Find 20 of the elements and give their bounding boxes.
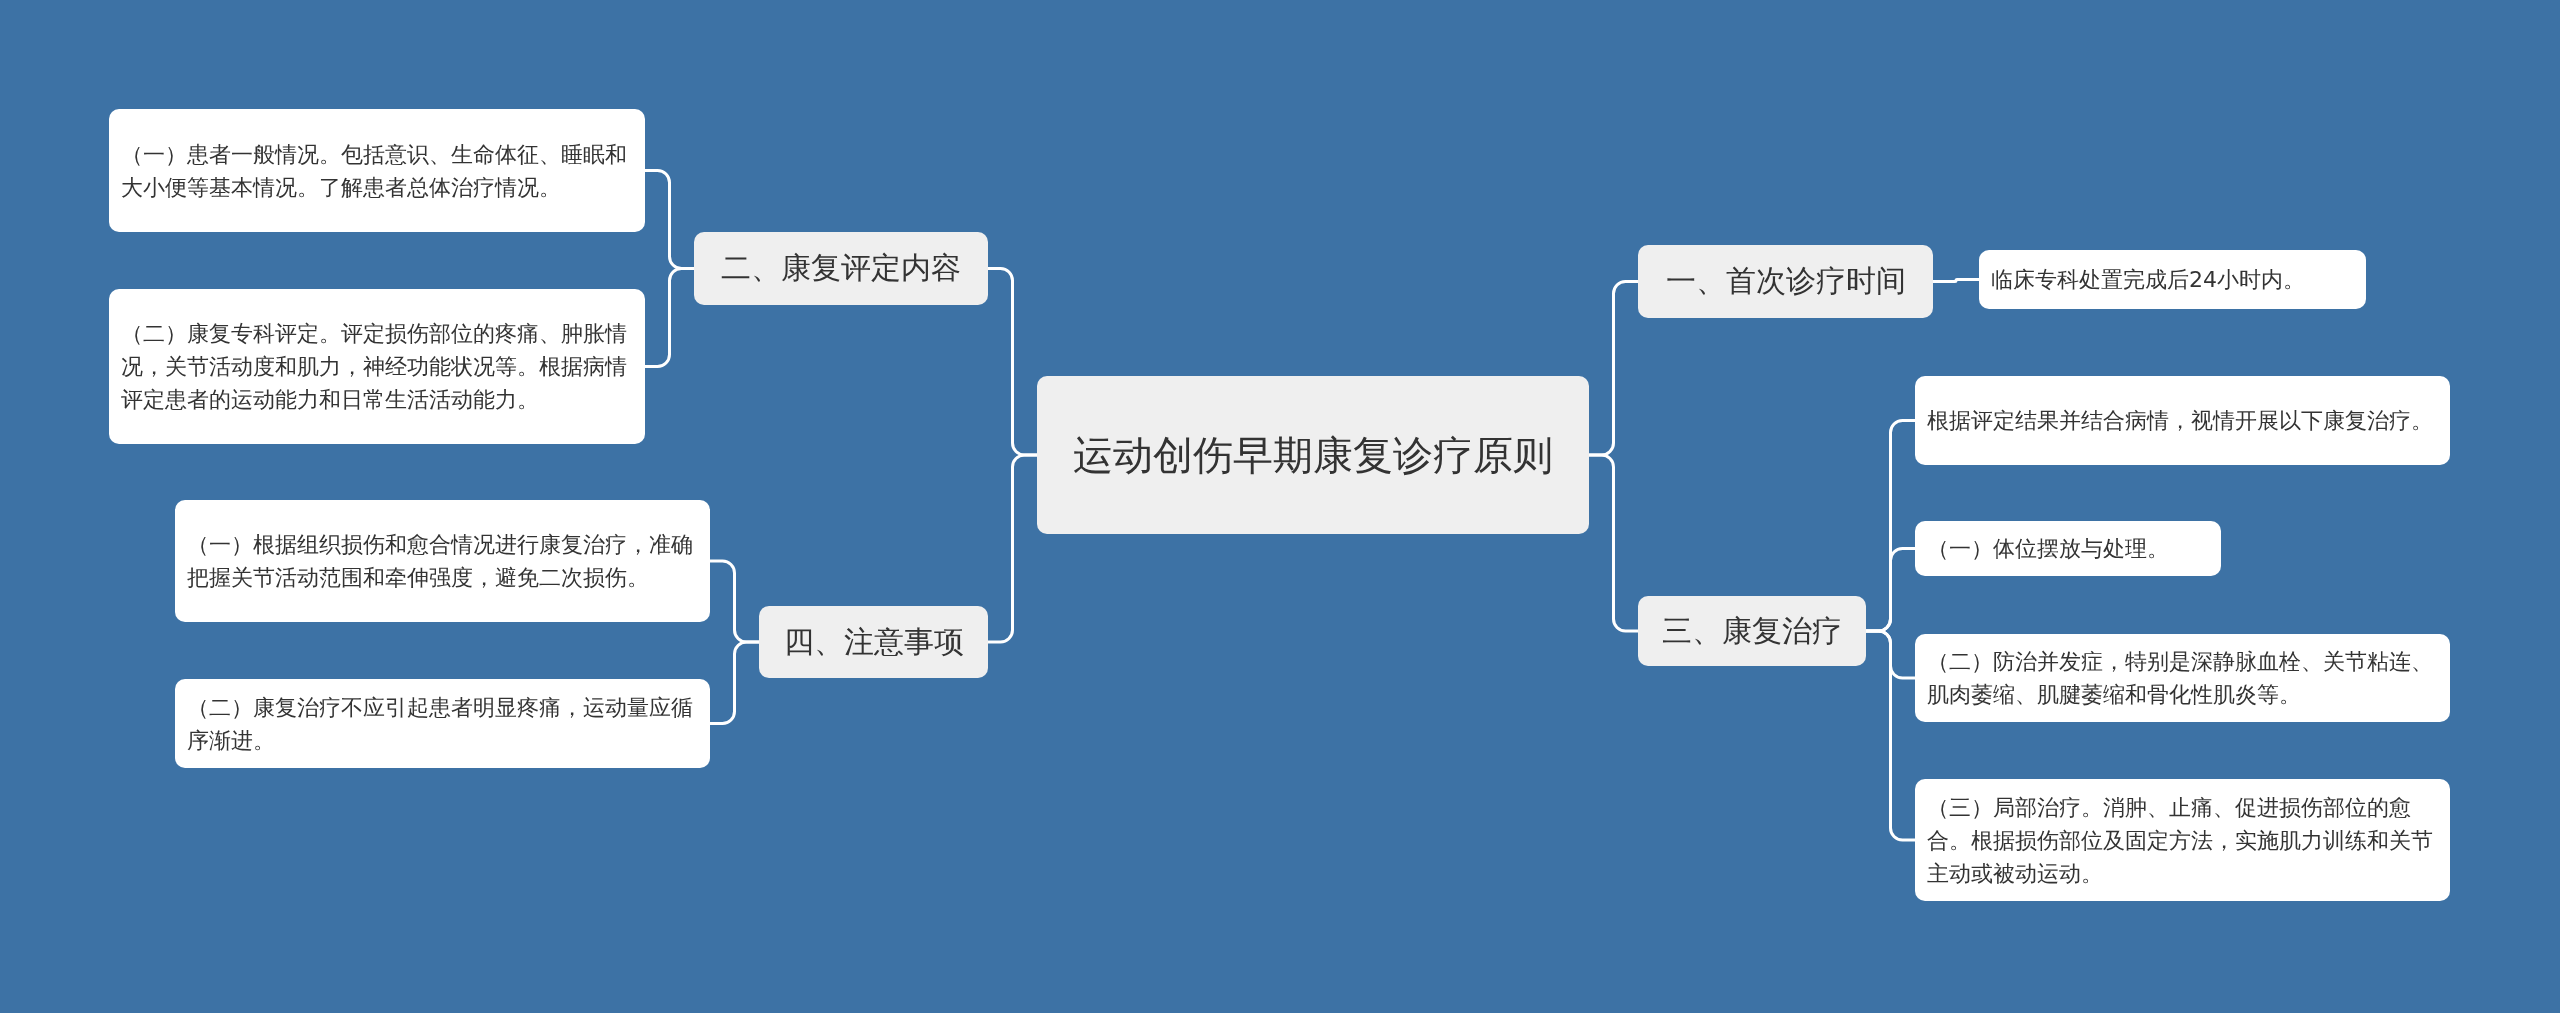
leaf-topic-box: （三）局部治疗。消肿、止痛、促进损伤部位的愈合。根据损伤部位及固定方法，实施肌力训练和关节主动或被动运动。 — [1915, 779, 2450, 901]
connector-line — [1866, 629, 1915, 842]
branch-topic-box: 三、康复治疗 — [1638, 596, 1866, 666]
connector-line — [988, 453, 1037, 644]
connector-line — [1933, 278, 1979, 283]
connector-line — [1589, 453, 1638, 633]
branch-topic-box: 二、康复评定内容 — [694, 232, 988, 305]
leaf-topic-box: 临床专科处置完成后24小时内。 — [1979, 250, 2366, 309]
leaf-topic-box: （一）体位摆放与处理。 — [1915, 521, 2221, 576]
leaf-topic-box: （二）防治并发症，特别是深静脉血栓、关节粘连、肌肉萎缩、肌腱萎缩和骨化性肌炎等。 — [1915, 634, 2450, 722]
branch-topic-box: 一、首次诊疗时间 — [1638, 245, 1933, 318]
leaf-topic-box: （一）患者一般情况。包括意识、生命体征、睡眠和大小便等基本情况。了解患者总体治疗情况。 — [109, 109, 645, 232]
connector-line — [710, 640, 759, 725]
connector-line — [645, 267, 694, 368]
leaf-topic-box: （一）根据组织损伤和愈合情况进行康复治疗，准确把握关节活动范围和牵伸强度，避免二次损伤。 — [175, 500, 710, 622]
leaf-topic-box: 根据评定结果并结合病情，视情开展以下康复治疗。 — [1915, 376, 2450, 465]
leaf-topic-box: （二）康复治疗不应引起患者明显疼痛，运动量应循序渐进。 — [175, 679, 710, 768]
branch-topic-box: 四、注意事项 — [759, 606, 988, 678]
leaf-topic-box: （二）康复专科评定。评定损伤部位的疼痛、肿胀情况，关节活动度和肌力，神经功能状况等。根据病情评定患者的运动能力和日常生活活动能力。 — [109, 289, 645, 444]
central-topic-box: 运动创伤早期康复诊疗原则 — [1037, 376, 1589, 534]
